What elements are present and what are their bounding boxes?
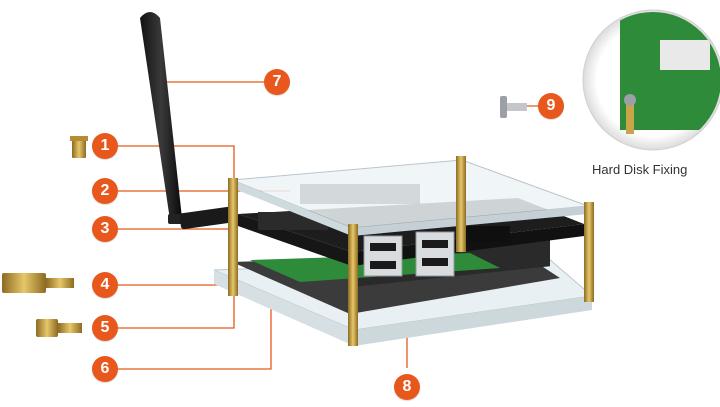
- standoff-front-left: [228, 178, 238, 296]
- short-standoff-5: [36, 319, 82, 337]
- standoff-front-middle: [348, 224, 358, 346]
- leader-line-5: [118, 296, 235, 329]
- callout-6: 6: [92, 356, 118, 382]
- callout-8: 8: [394, 374, 420, 400]
- hard-disk-fixing-inset: [582, 9, 720, 151]
- screw-9: [500, 96, 527, 118]
- callout-9: 9: [538, 93, 564, 119]
- top-acrylic-plate: [231, 159, 589, 236]
- callout-1: 1: [92, 133, 118, 159]
- standoff-back-right: [456, 156, 466, 252]
- callout-3: 3: [92, 216, 118, 242]
- callout-2: 2: [92, 178, 118, 204]
- callout-5: 5: [92, 315, 118, 341]
- callout-4: 4: [92, 272, 118, 298]
- long-standoff-4: [2, 273, 74, 293]
- inset-caption: Hard Disk Fixing: [592, 162, 688, 177]
- loose-standoff-1: [70, 136, 88, 158]
- callout-7: 7: [264, 69, 290, 95]
- leader-line-6: [118, 300, 272, 370]
- usb-port-icon: [363, 231, 455, 277]
- case-standoffs: [228, 156, 594, 346]
- standoff-front-right: [584, 202, 594, 302]
- antenna-icon: [140, 12, 233, 230]
- leader-line-1: [118, 145, 235, 178]
